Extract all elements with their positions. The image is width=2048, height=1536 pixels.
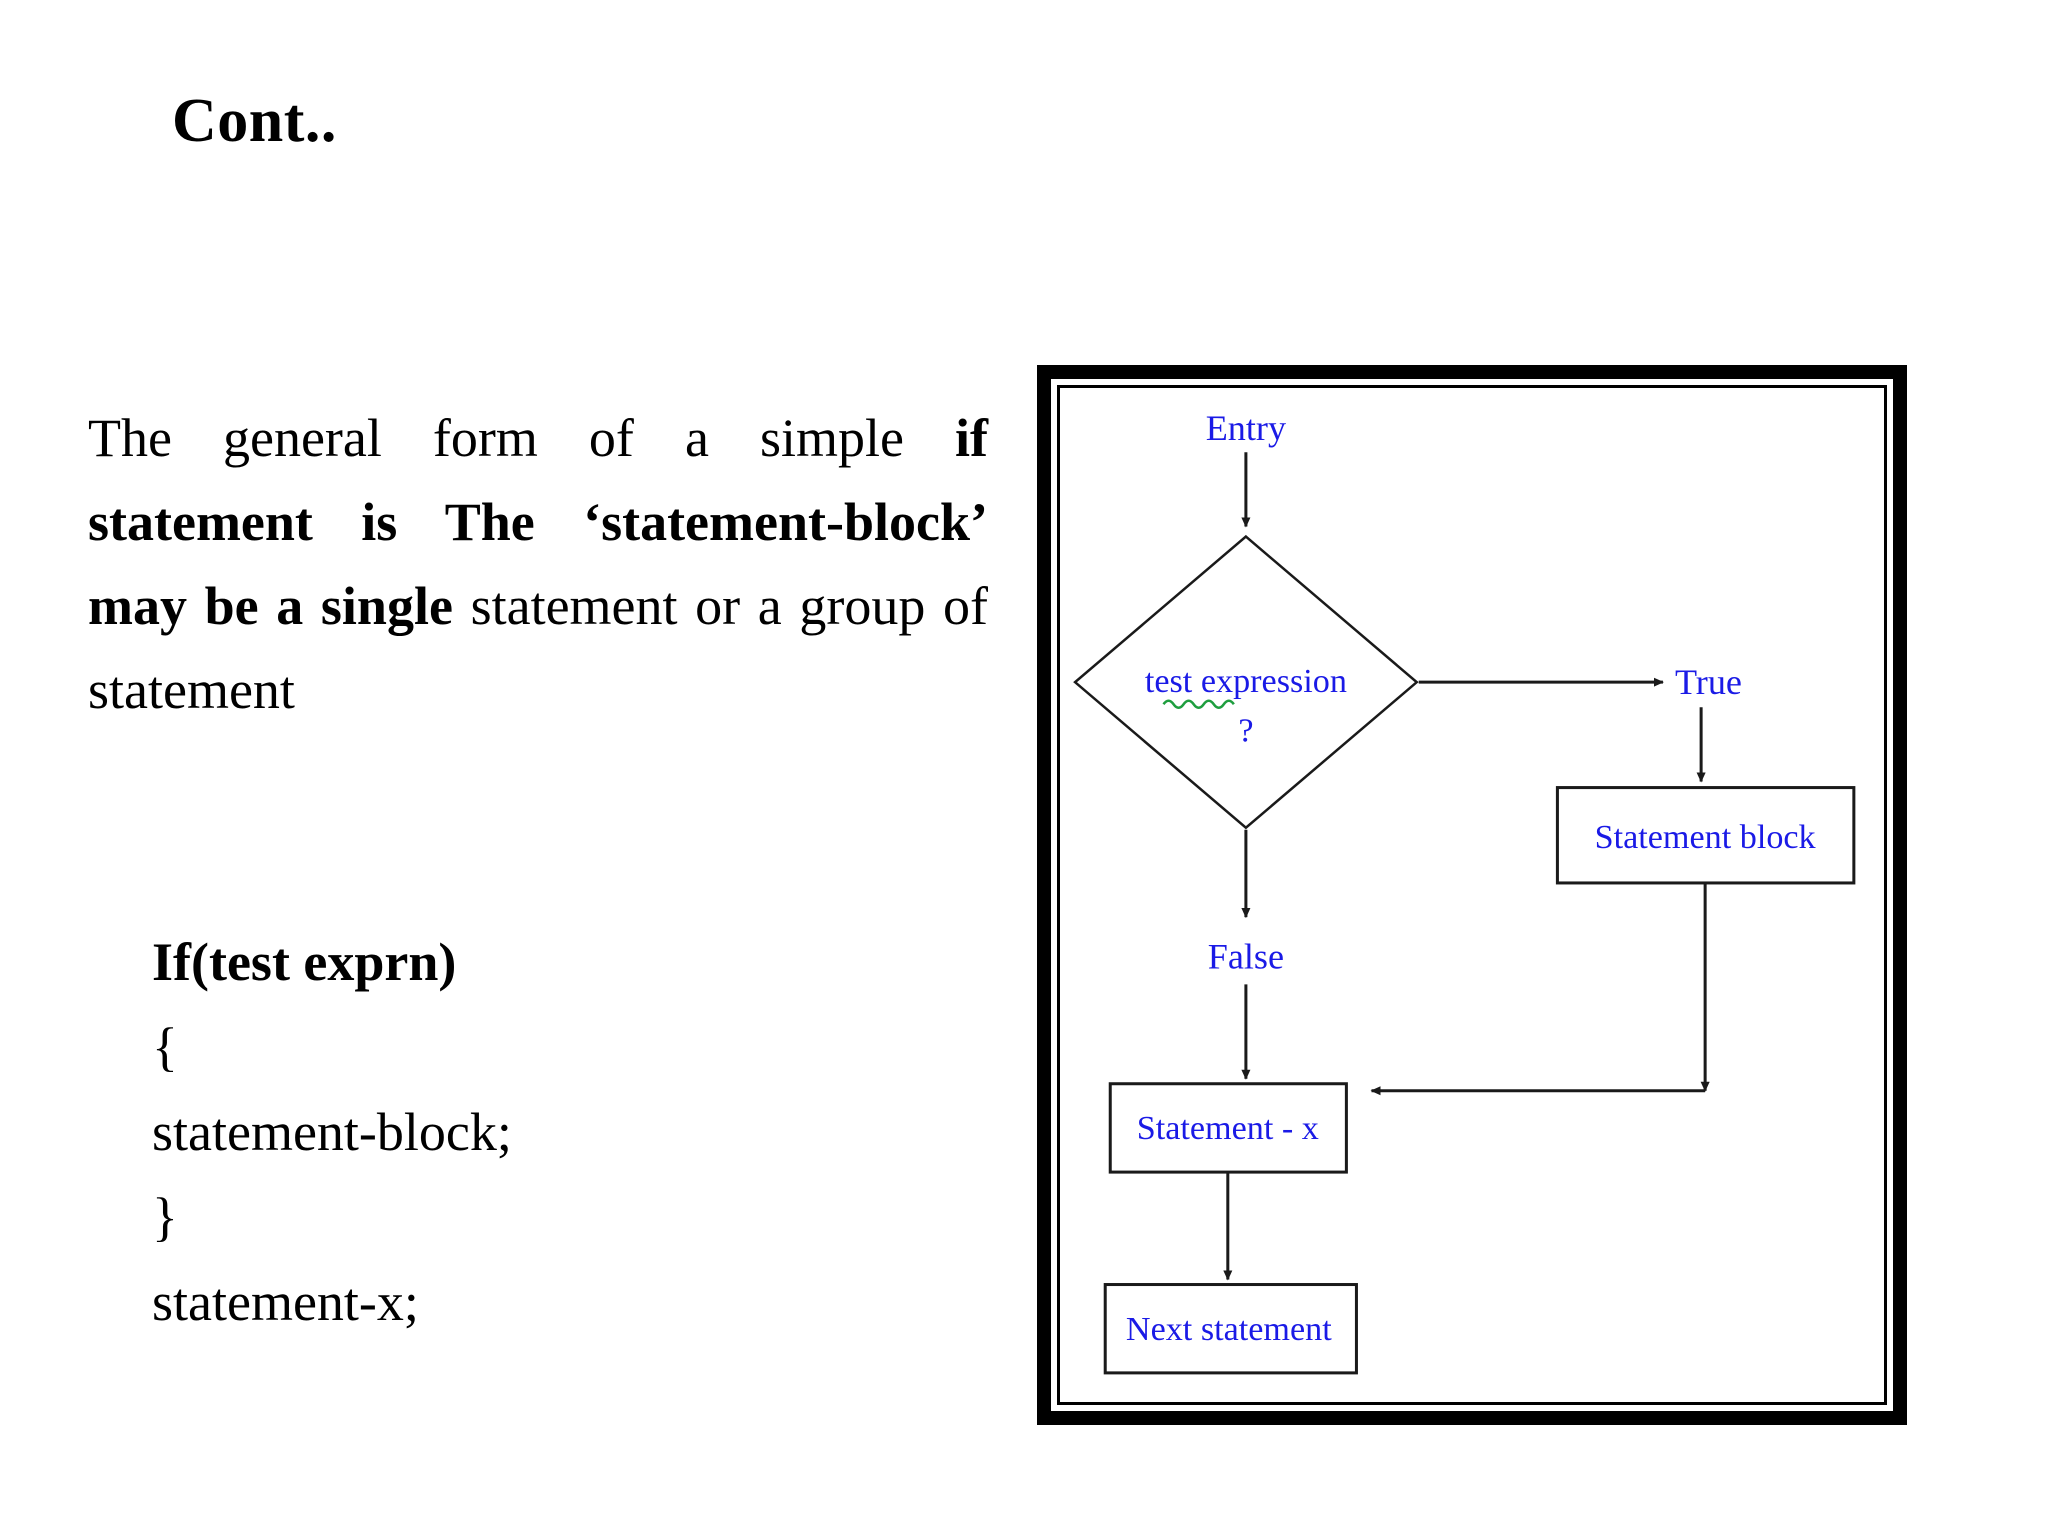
flowchart-frame: Entry test expression ? True Statement b… — [1037, 365, 1907, 1425]
statement-block-label: Statement block — [1595, 819, 1817, 856]
statement-x-label: Statement - x — [1137, 1110, 1319, 1147]
code-line-close-brace: } — [152, 1187, 178, 1247]
next-statement-label: Next statement — [1126, 1311, 1332, 1348]
flowchart-canvas: Entry test expression ? True Statement b… — [1057, 385, 1887, 1405]
code-line-statement-block: statement-block; — [152, 1102, 512, 1162]
body-paragraph: The general form of a simple if statemen… — [88, 396, 988, 816]
next-statement-box — [1103, 1283, 1358, 1375]
body-segment-plain-2: statement or a group of statement — [88, 576, 988, 720]
true-branch-label: True — [1675, 662, 1742, 702]
page-title: Cont.. — [172, 87, 337, 155]
body-segment-plain-1: The general form of a simple — [88, 408, 955, 468]
flowchart-entry-label: Entry — [1206, 408, 1286, 448]
decision-label-line1: test expression — [1145, 663, 1347, 700]
code-line-statement-x: statement-x; — [152, 1272, 419, 1332]
code-line-if-header: If(test exprn) — [152, 932, 457, 992]
body-segment-bold: if statement is The ‘statement-block’ ma… — [88, 408, 988, 636]
statement-x-box — [1108, 1082, 1348, 1174]
flowchart-svg: Entry test expression ? True Statement b… — [1073, 408, 1856, 1375]
code-block: If(test exprn) { statement-block; } stat… — [152, 920, 512, 1345]
decision-label-line2: ? — [1238, 712, 1253, 749]
spellcheck-squiggle-icon — [1162, 699, 1235, 709]
code-line-open-brace: { — [152, 1017, 178, 1077]
false-branch-label: False — [1208, 936, 1284, 976]
decision-diamond — [1073, 534, 1419, 830]
statement-block-box — [1555, 786, 1856, 885]
